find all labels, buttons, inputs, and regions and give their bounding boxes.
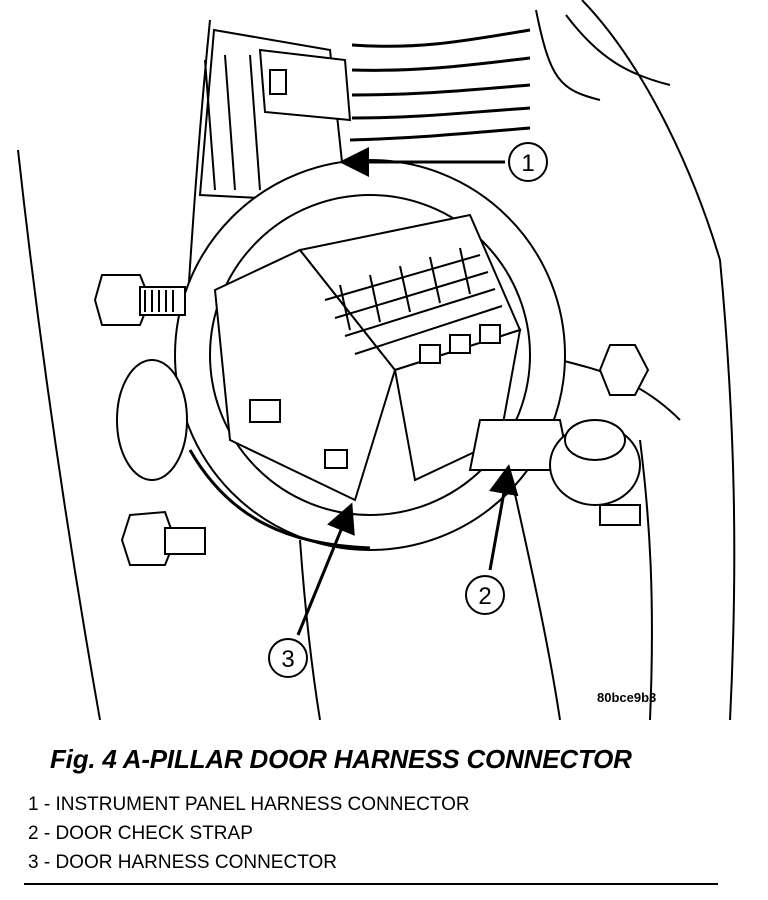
door-check-strap [468,344,650,526]
callout-2: 2 [465,575,505,615]
legend-item: 2 - DOOR CHECK STRAP [28,823,253,844]
mounting-bolts [93,274,206,566]
legend-item: 3 - DOOR HARNESS CONNECTOR [28,852,337,873]
callout-arrow-3 [296,502,355,636]
callout-arrow-2 [488,464,519,571]
figure-caption: Fig. 4 A-PILLAR DOOR HARNESS CONNECTOR [50,744,632,774]
harness-connector-illustration: 1 2 3 [17,0,736,721]
callout-arrows [296,147,519,636]
instrument-panel-connector [198,28,531,202]
callout-1-label: 1 [521,150,534,177]
callout-1: 1 [508,142,548,182]
legend-list: 1 - INSTRUMENT PANEL HARNESS CONNECTOR 2… [28,790,470,877]
callout-3-label: 3 [281,646,294,673]
figure-code: 80bce9b3 [597,690,657,705]
callout-2-label: 2 [478,583,491,610]
legend-item: 1 - INSTRUMENT PANEL HARNESS CONNECTOR [28,794,470,815]
callout-3: 3 [268,638,308,678]
bottom-rule [24,883,718,885]
